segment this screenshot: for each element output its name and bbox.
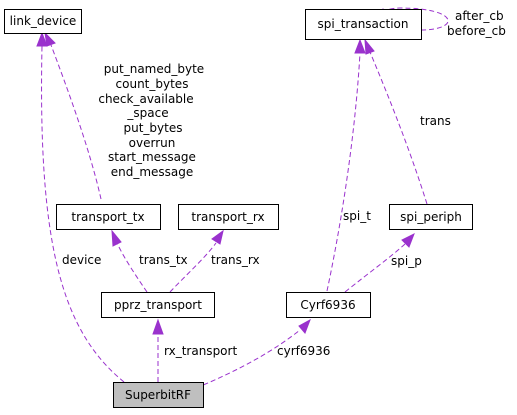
edge-label: count_bytes [116,77,189,91]
node-pprz-transport[interactable]: pprz_transport [101,292,215,318]
edge-label-device: device [62,253,101,267]
edge-spi-periph-to-spi-transaction [364,38,428,205]
node-cyrf6936[interactable]: Cyrf6936 [286,292,371,318]
node-transport-rx[interactable]: transport_rx [178,204,279,230]
edge-label-rx-transport: rx_transport [164,344,237,358]
node-label: pprz_transport [114,298,202,312]
edge-label-trans-rx: trans_rx [211,253,260,267]
edge-label-after-cb: after_cb [455,9,504,23]
edge-label: put_bytes [124,121,183,135]
node-spi-periph[interactable]: spi_periph [389,204,473,230]
node-label: Cyrf6936 [300,298,355,312]
edge-label: _space [126,106,168,120]
node-label: spi_transaction [318,17,409,31]
edge-label-trans: trans [420,114,451,128]
node-label: link_device [10,14,77,28]
node-spi-transaction[interactable]: spi_transaction [305,9,422,40]
edge-cyrf6936-to-spi-periph [344,232,415,293]
edge-cyrf6936-to-spi-transaction [326,38,366,292]
edge-label: end_message [111,165,194,179]
edge-superbitrf-to-link-device [36,31,125,383]
node-label: spi_periph [400,210,462,224]
node-transport-tx[interactable]: transport_tx [56,204,161,230]
node-link-device[interactable]: link_device [4,9,82,34]
edge-superbitrf-to-pprz [152,318,164,382]
edge-superbitrf-to-cyrf6936 [195,318,311,389]
edge-label: overrun [129,136,176,150]
node-label: SuperbitRF [125,388,191,402]
edge-label-spi-p: spi_p [391,254,422,268]
edge-pprz-to-transport-rx [169,229,224,293]
node-superbitrf[interactable]: SuperbitRF [113,382,204,408]
edge-label: put_named_byte [104,62,204,76]
edge-pprz-to-transport-tx [111,229,148,293]
edge-label: start_message [108,150,196,164]
node-label: transport_tx [71,210,144,224]
edge-label-cyrf6936: cyrf6936 [277,344,330,358]
node-label: transport_rx [191,210,264,224]
edge-label-trans-tx: trans_tx [139,253,188,267]
edge-label-before-cb: before_cb [447,24,506,38]
edge-label-group-transport-tx: put_named_byte count_bytes check_availab… [98,62,204,179]
edge-label: check_available [98,92,193,106]
edge-label-spi-t: spi_t [343,209,371,223]
edge-transport-tx-to-link-device [44,31,102,200]
